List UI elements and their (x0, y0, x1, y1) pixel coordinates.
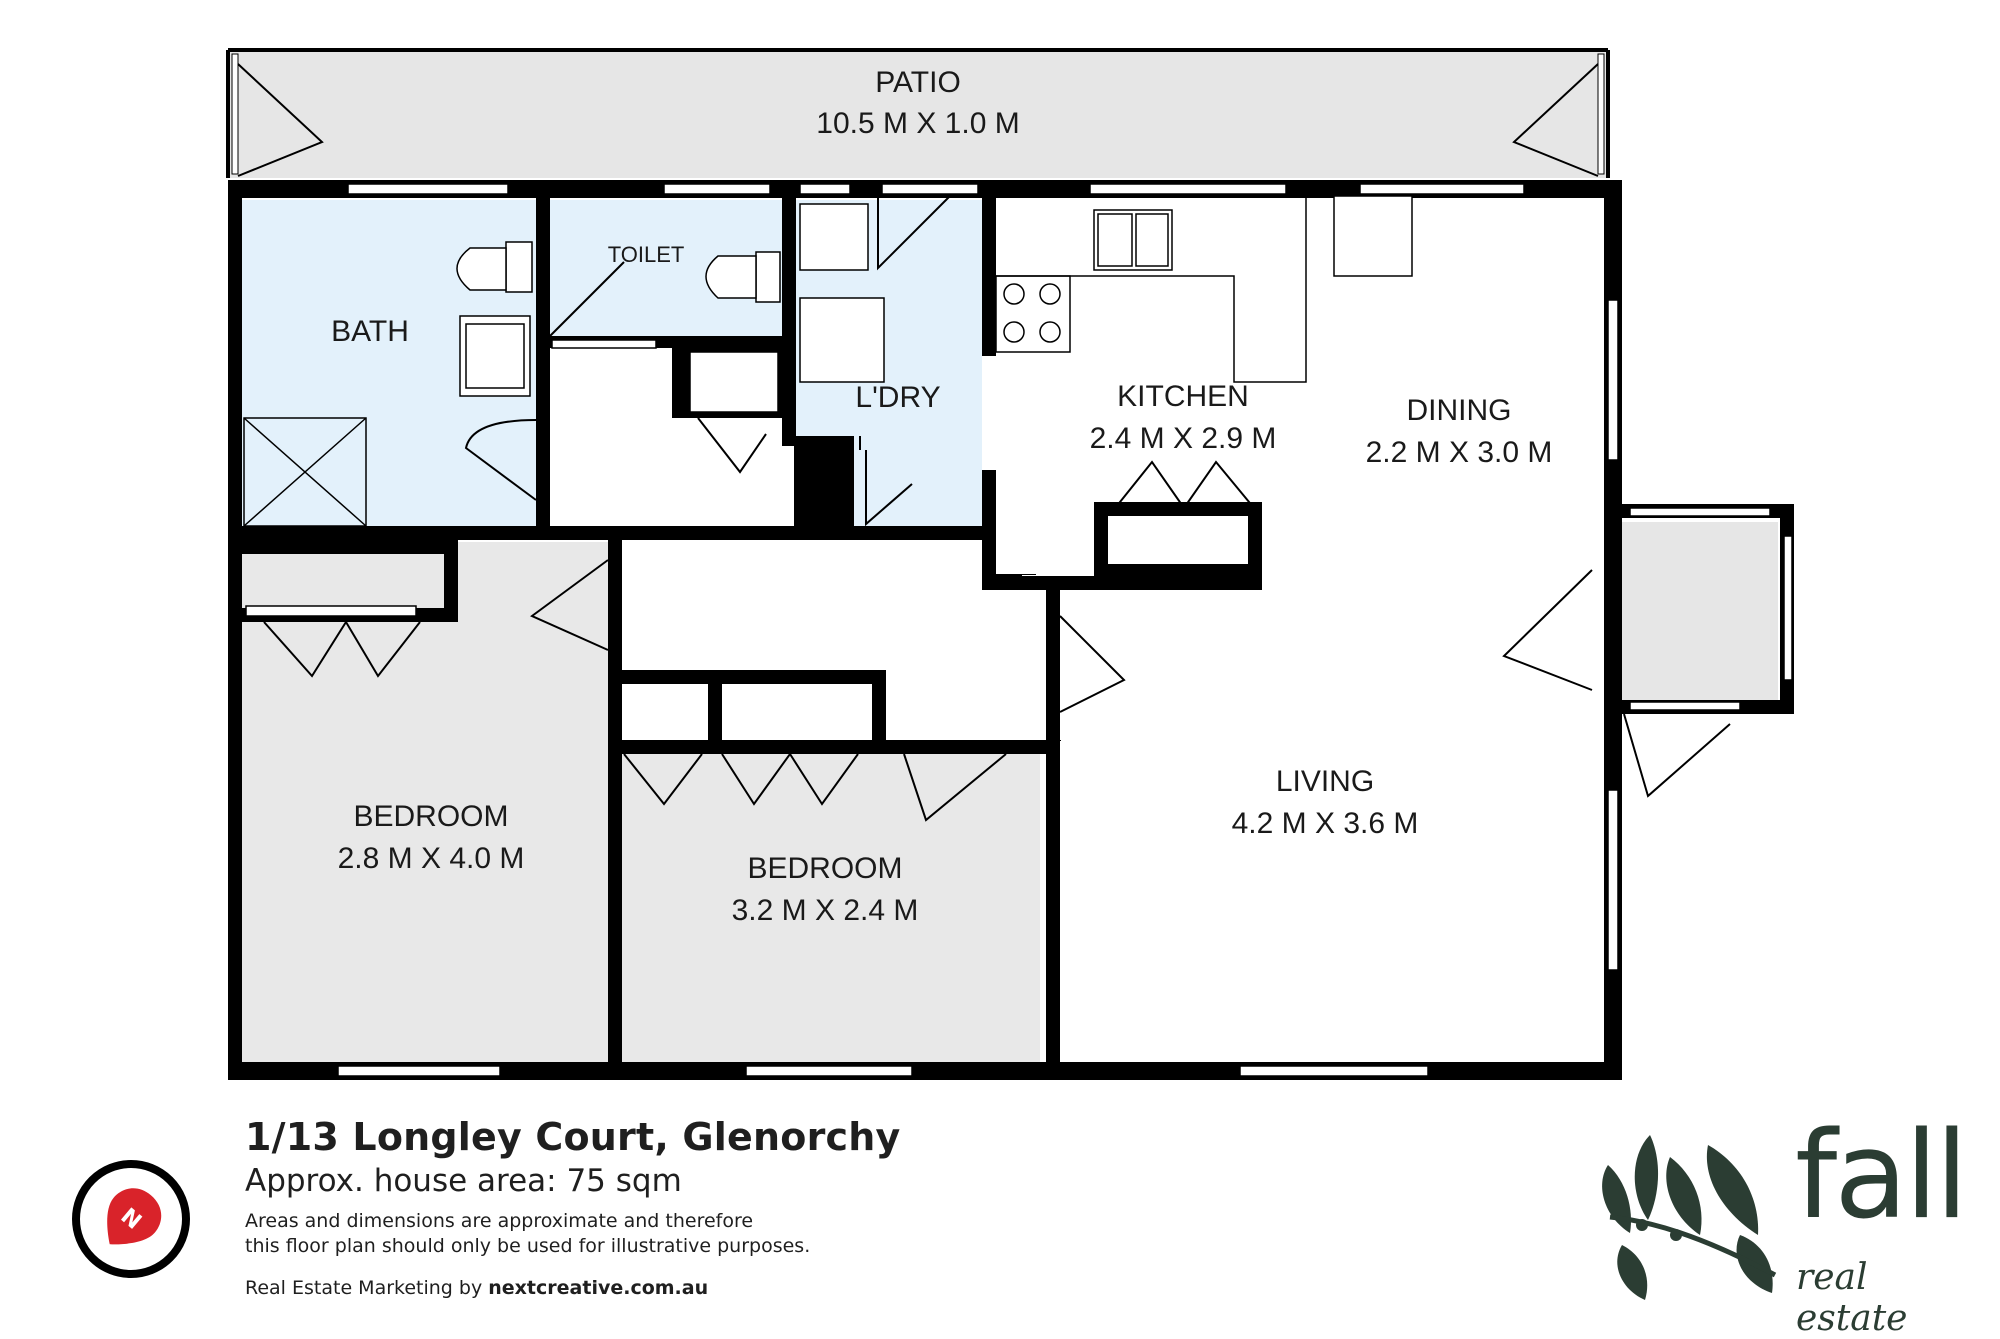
brand-logo: fall real estate (1590, 1117, 1970, 1339)
door-swing (1512, 63, 1599, 177)
patio-dims: 10.5 M X 1.0 M (816, 107, 1019, 140)
credit-prefix: Real Estate Marketing by (245, 1277, 489, 1299)
door-swing (464, 419, 537, 501)
bedroom1-floor (242, 542, 608, 1062)
plan-footer: 1/13 Longley Court, Glenorchy Approx. ho… (245, 1115, 900, 1299)
patio-area (228, 50, 1608, 178)
compass-icon: N (72, 1160, 190, 1278)
brand-word: fall (1795, 1107, 1968, 1246)
door-swing (865, 450, 913, 527)
door-swing (1623, 713, 1731, 798)
disclaimer-line-2: this floor plan should only be used for … (245, 1235, 811, 1257)
living-dims: 4.2 M X 3.6 M (1232, 807, 1419, 840)
door-swing (549, 261, 625, 337)
property-address: 1/13 Longley Court, Glenorchy (245, 1115, 901, 1159)
bay-window-area (1616, 522, 1778, 700)
door-swing (903, 753, 1007, 822)
brand-sub: real estate (1796, 1257, 1908, 1339)
dining-dims: 2.2 M X 3.0 M (1366, 436, 1553, 469)
door-swing (697, 417, 767, 474)
door-swing (623, 753, 703, 806)
door-swing (237, 63, 324, 177)
kitchen-dims: 2.4 M X 2.9 M (1090, 422, 1277, 455)
credit-site[interactable]: nextcreative.com.au (488, 1277, 709, 1299)
disclaimer: Areas and dimensions are approximate and… (245, 1209, 900, 1259)
door-swing (530, 559, 609, 651)
living-label: LIVING (1276, 765, 1374, 798)
door-swing (263, 620, 421, 678)
door-swing (721, 752, 859, 806)
marketing-credit: Real Estate Marketing by nextcreative.co… (245, 1277, 900, 1299)
door-swing (877, 195, 951, 271)
patio-label: PATIO (875, 66, 961, 99)
toilet-label: TOILET (608, 242, 685, 267)
door-swing (1111, 460, 1255, 513)
house-area: Approx. house area: 75 sqm (245, 1163, 682, 1199)
bedroom2-floor (622, 752, 1040, 1062)
disclaimer-line-1: Areas and dimensions are approximate and… (245, 1210, 754, 1232)
bedroom1-label: BEDROOM (353, 800, 508, 833)
bedroom1-dims: 2.8 M X 4.0 M (338, 842, 525, 875)
leaf-logo-icon (1602, 1135, 1777, 1300)
dining-label: DINING (1407, 394, 1512, 427)
bath-label: BATH (331, 315, 409, 348)
door-swing (1059, 615, 1126, 713)
kitchen-label: KITCHEN (1117, 380, 1249, 413)
laundry-label: L'DRY (855, 381, 940, 414)
bedroom2-dims: 3.2 M X 2.4 M (732, 894, 919, 927)
door-swing (1502, 569, 1593, 691)
bedroom2-label: BEDROOM (747, 852, 902, 885)
